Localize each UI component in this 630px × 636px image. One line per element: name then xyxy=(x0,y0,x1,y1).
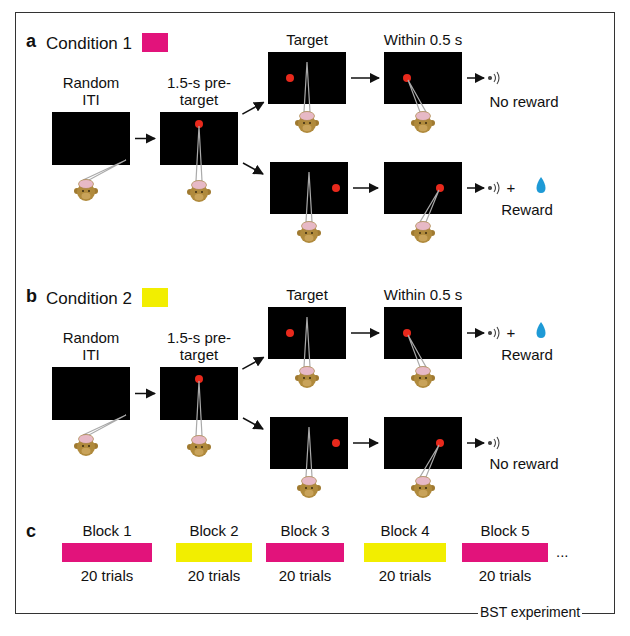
block-name: Block 2 xyxy=(189,522,238,539)
screen-heading: Target xyxy=(252,286,362,303)
block-bar: Block 320 trials xyxy=(266,543,344,562)
screen-heading: Random ITI xyxy=(53,74,129,108)
block-name: Block 5 xyxy=(480,522,529,539)
flow-arrow xyxy=(351,332,379,334)
trial-count: 20 trials xyxy=(81,567,134,584)
panel-letter: a xyxy=(26,33,36,50)
screen-box: 1.5-s pre-target xyxy=(160,112,238,165)
ellipsis: ... xyxy=(556,543,569,560)
screen-box: Random ITI xyxy=(52,112,130,165)
screen-heading: Within 0.5 s xyxy=(368,31,478,48)
trial-count: 20 trials xyxy=(279,567,332,584)
screen-box: 1.5-s pre-target xyxy=(160,367,238,420)
plus-sign: + xyxy=(507,324,516,341)
flow-arrow xyxy=(135,138,155,140)
flow-arrow xyxy=(135,393,155,395)
block-name: Block 3 xyxy=(280,522,329,539)
legend-text: Condition 1 xyxy=(46,34,132,53)
panel-letter: b xyxy=(26,288,37,305)
block-bar: Block 120 trials xyxy=(62,543,152,562)
legend-entry: Condition 1 xyxy=(46,33,168,54)
legend-entry: Condition 2 xyxy=(46,288,168,309)
screen-box: Within 0.5 s xyxy=(384,52,462,104)
screen-box: Within 0.5 s xyxy=(384,307,462,359)
screen-heading: 1.5-s pre-target xyxy=(161,329,237,363)
outcome-label: No reward xyxy=(489,455,558,472)
trial-count: 20 trials xyxy=(479,567,532,584)
screen-heading: Random ITI xyxy=(53,329,129,363)
trial-count: 20 trials xyxy=(188,567,241,584)
flow-arrow xyxy=(242,102,263,114)
trial-count: 20 trials xyxy=(379,567,432,584)
screen-heading: Target xyxy=(252,31,362,48)
screen-box: Target xyxy=(268,52,346,104)
block-bar: Block 520 trials xyxy=(462,543,548,562)
legend-swatch xyxy=(142,33,168,52)
screen-box: Random ITI xyxy=(52,367,130,420)
flow-arrow xyxy=(351,77,379,79)
screen-box: Target xyxy=(268,307,346,359)
block-bar: Block 420 trials xyxy=(364,543,446,562)
screen-heading: Within 0.5 s xyxy=(368,286,478,303)
outcome-label: Reward xyxy=(501,346,553,363)
figure-tag: BST experiment xyxy=(478,604,582,621)
block-name: Block 4 xyxy=(380,522,429,539)
outcome-label: No reward xyxy=(489,93,558,110)
flow-arrow xyxy=(242,357,263,369)
block-bar: Block 220 trials xyxy=(176,543,252,562)
legend-swatch xyxy=(142,288,168,307)
outcome-label: Reward xyxy=(501,201,553,218)
block-name: Block 1 xyxy=(82,522,131,539)
legend-text: Condition 2 xyxy=(46,289,132,308)
plus-sign: + xyxy=(507,179,516,196)
screen-heading: 1.5-s pre-target xyxy=(161,74,237,108)
panel-letter: c xyxy=(26,523,36,540)
